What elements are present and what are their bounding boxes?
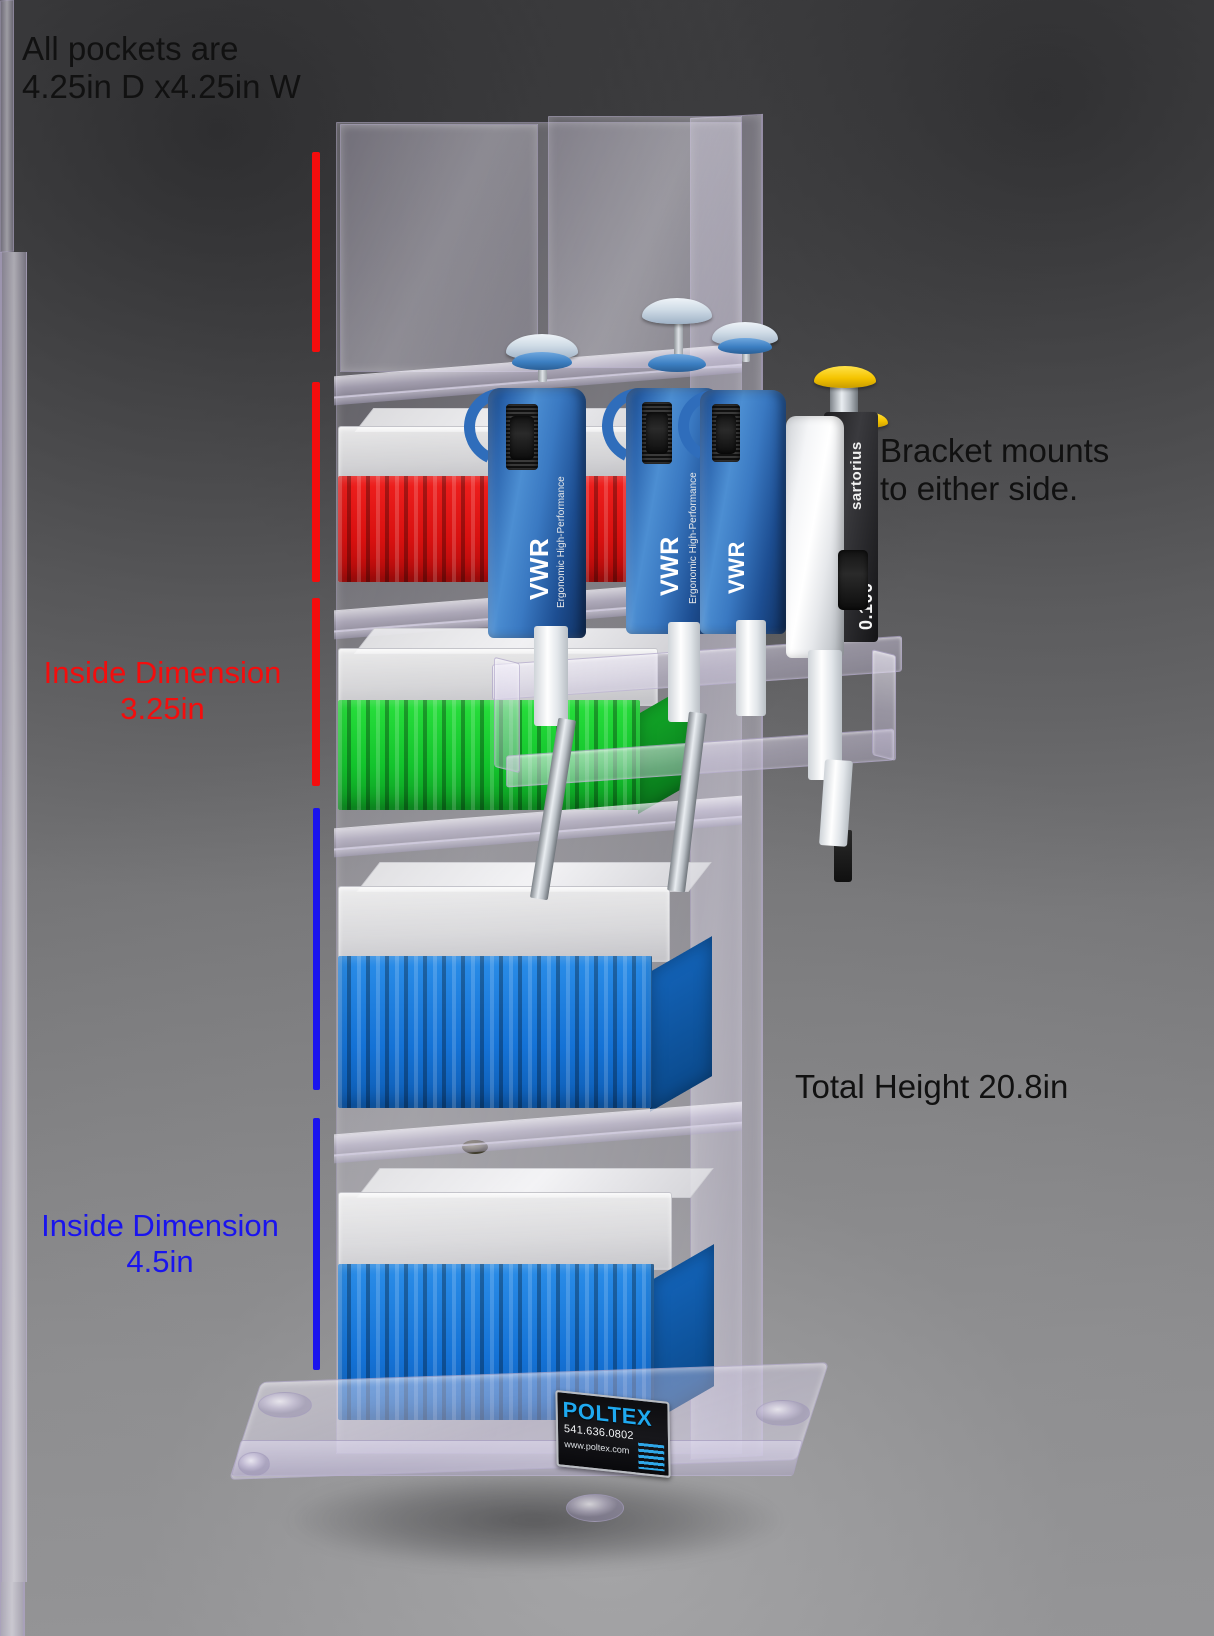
dimension-rule-red-2 bbox=[312, 382, 320, 582]
bracket-left-wall bbox=[494, 656, 520, 774]
pipette-vwr-2-shaft bbox=[668, 622, 700, 722]
pipette-vwr-2-tagline: Ergonomic High-Performance bbox=[688, 472, 699, 604]
top-pocket-divider bbox=[0, 0, 14, 253]
pipette-vwr-2-brand: VWR bbox=[656, 536, 684, 596]
pipette-sartorius-body bbox=[786, 416, 844, 658]
pipette-vwr-1-collar bbox=[512, 352, 572, 370]
pipette-vwr-3-shaft bbox=[736, 620, 766, 716]
top-pocket-right bbox=[548, 116, 742, 368]
top-pocket-left bbox=[340, 124, 538, 372]
annotation-bracket-mounting: Bracket mounts to either side. bbox=[880, 432, 1110, 508]
poltex-brand-label: POLTEX 541.636.0802 www.poltex.com bbox=[555, 1389, 671, 1479]
tip-box-blue-upper-side bbox=[650, 936, 712, 1112]
floor-shadow bbox=[215, 1455, 855, 1585]
pipette-vwr-1-tagline: Ergonomic High-Performance bbox=[556, 476, 567, 608]
pipette-sartorius-display-window bbox=[838, 550, 868, 610]
pipette-vwr-2-plunger-stem bbox=[674, 312, 683, 368]
pipette-vwr-3-collar bbox=[718, 338, 772, 354]
foot-back-right bbox=[756, 1400, 810, 1426]
tip-box-blue-upper-ribs bbox=[338, 956, 652, 1108]
tip-box-blue-upper bbox=[338, 862, 712, 1112]
pipette-vwr-2-collar bbox=[648, 354, 706, 372]
pipette-sartorius-shaft bbox=[808, 650, 842, 780]
pipette-sartorius-lower-shaft bbox=[819, 759, 853, 847]
tip-box-blue-upper-body bbox=[338, 956, 652, 1108]
pipette-vwr-1-volume-window bbox=[510, 416, 534, 460]
pipette-sartorius-brand: sartorius bbox=[848, 441, 865, 510]
stand-right-front-post bbox=[0, 1582, 25, 1636]
dimension-rule-red-3 bbox=[312, 598, 320, 786]
tip-box-blue-upper-lid bbox=[338, 886, 670, 962]
pipette-vwr-2-volume-window bbox=[646, 412, 668, 454]
poltex-website: www.poltex.com bbox=[564, 1438, 630, 1456]
pipette-vwr-3-brand: VWR bbox=[724, 541, 749, 594]
annotation-total-height: Total Height 20.8in bbox=[795, 1068, 1069, 1105]
foot-back-left bbox=[258, 1392, 312, 1418]
pipette-vwr-3-volume-window bbox=[716, 414, 736, 454]
bracket-right-wall bbox=[872, 649, 896, 761]
tip-box-blue-lower-lid bbox=[338, 1192, 672, 1270]
foot-front-right bbox=[238, 1452, 270, 1476]
pipette-vwr-1-shaft bbox=[534, 626, 568, 726]
stand-left-front-post bbox=[0, 252, 27, 1582]
foot-front-left bbox=[566, 1494, 624, 1522]
annotation-inside-dimension-red: Inside Dimension 3.25in bbox=[43, 655, 282, 726]
dimension-rule-blue-1 bbox=[313, 808, 320, 1090]
annotation-pocket-dimensions: All pockets are 4.25in D x4.25in W bbox=[22, 30, 301, 106]
dimension-rule-red-1 bbox=[312, 152, 320, 352]
pipette-vwr-2-plunger-cap bbox=[642, 298, 712, 324]
annotation-inside-dimension-blue: Inside Dimension 4.5in bbox=[41, 1208, 279, 1279]
pipette-vwr-1-brand: VWR bbox=[524, 537, 554, 600]
dimension-rule-blue-2 bbox=[313, 1118, 320, 1370]
pipette-sartorius-plunger-cap bbox=[814, 366, 876, 388]
poltex-logo-bars bbox=[638, 1442, 665, 1472]
stand-base-front bbox=[231, 1440, 803, 1476]
